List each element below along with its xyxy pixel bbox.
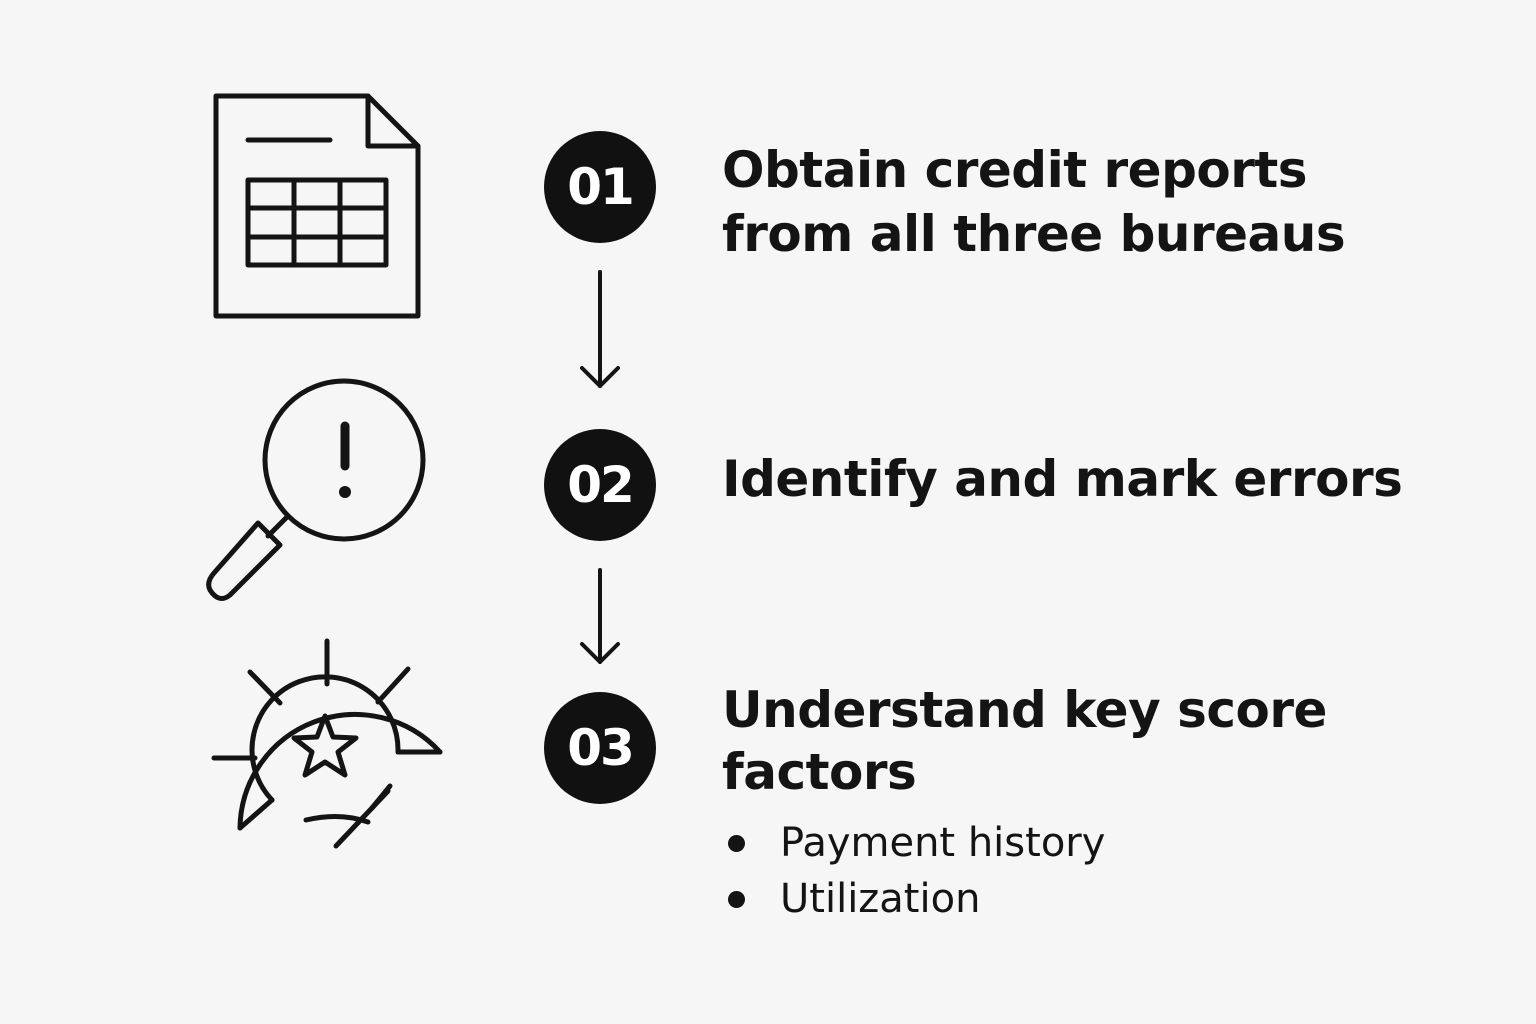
step-title-1: Obtain credit reports from all three bur… bbox=[722, 138, 1346, 266]
arrow-down-icon bbox=[580, 568, 620, 664]
bullet-dot bbox=[728, 835, 745, 852]
score-gauge-star-icon bbox=[211, 638, 443, 849]
bullet-text: Payment history bbox=[780, 820, 1106, 866]
exclamation-dot bbox=[339, 486, 351, 498]
spreadsheet-document-icon bbox=[213, 93, 421, 319]
bullet-dot bbox=[728, 891, 745, 908]
step-3-bullet-list: Payment history Utilization bbox=[728, 815, 1105, 927]
step-title-2: Identify and mark errors bbox=[722, 447, 1403, 511]
magnifier-exclamation-icon bbox=[206, 378, 426, 602]
step-number-2: 02 bbox=[544, 429, 656, 541]
list-item: Utilization bbox=[728, 871, 1105, 927]
step-title-2-line-1: Identify and mark errors bbox=[722, 450, 1403, 508]
step-title-1-line-2: from all three bureaus bbox=[722, 205, 1346, 263]
step-title-3: Understand key score factors bbox=[722, 679, 1327, 803]
step-title-1-line-1: Obtain credit reports bbox=[722, 141, 1308, 199]
list-item: Payment history bbox=[728, 815, 1105, 871]
step-number-1: 01 bbox=[544, 131, 656, 243]
step-title-3-line-2: factors bbox=[722, 743, 917, 801]
step-number-3: 03 bbox=[544, 692, 656, 804]
arrow-down-icon bbox=[580, 270, 620, 388]
bullet-text: Utilization bbox=[780, 876, 981, 922]
step-title-3-line-1: Understand key score bbox=[722, 681, 1327, 739]
